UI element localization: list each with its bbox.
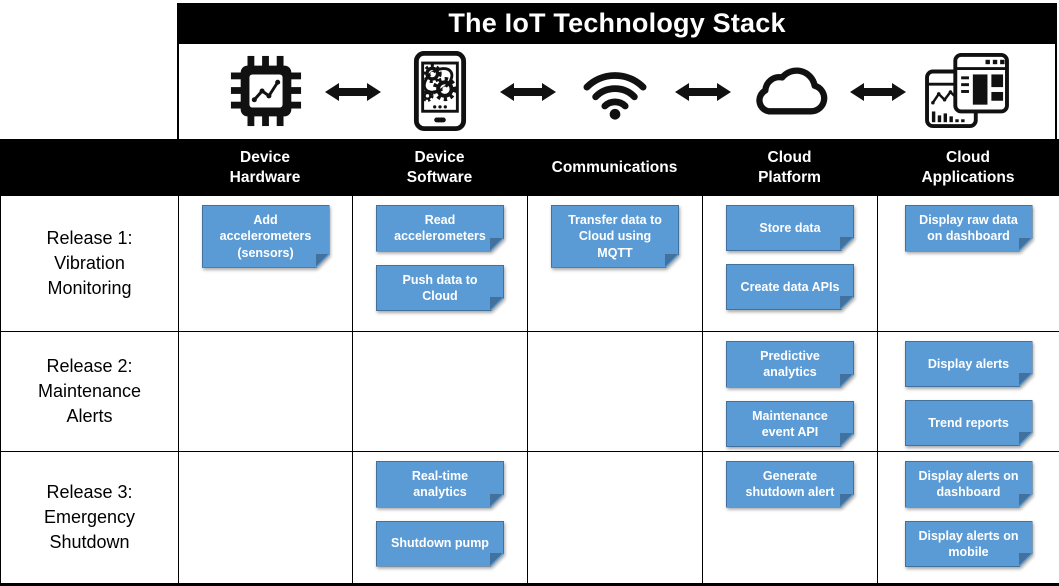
matrix-cell (179, 332, 353, 452)
header-cell-device-software: Device Software (406, 149, 473, 186)
sticky-note: Maintenance event API (726, 401, 854, 448)
matrix-cell: Transfer data to Cloud using MQTT (528, 196, 703, 332)
matrix-cell (528, 332, 703, 452)
header-cell-cloud-applications: Cloud Applications (921, 149, 1015, 186)
matrix-cell: Generate shutdown alert (703, 452, 878, 586)
header-cell-cloud-platform: Cloud Platform (758, 149, 821, 186)
sticky-note: Store data (726, 205, 854, 251)
matrix-cell (353, 332, 528, 452)
sticky-note: Display raw data on dashboard (905, 205, 1033, 252)
sticky-note: Display alerts (905, 341, 1033, 387)
release-3-label: Release 3: Emergency Shutdown (1, 452, 179, 586)
microchip-icon (230, 55, 302, 127)
smartphone-gears-icon (413, 50, 467, 132)
sticky-note-text: Push data to Cloud (376, 265, 504, 312)
sticky-note-text: Add accelerometers (sensors) (202, 205, 330, 268)
header-cell-device-hardware: Device Hardware (229, 149, 301, 186)
double-arrow-icon (850, 83, 906, 101)
wifi-icon (583, 72, 647, 120)
body-grid: Release 1: Vibration Monitoring Add acce… (0, 196, 1059, 586)
cloud-icon (756, 67, 828, 115)
double-arrow-icon (675, 83, 731, 101)
matrix-cell: Add accelerometers (sensors) (179, 196, 353, 332)
sticky-note-text: Read accelerometers (376, 205, 504, 252)
sticky-note-text: Display alerts on mobile (905, 521, 1033, 568)
dashboard-windows-icon (925, 52, 1009, 129)
header-cell-communications: Communications (551, 158, 678, 176)
sticky-note: Add accelerometers (sensors) (202, 205, 330, 268)
sticky-note: Push data to Cloud (376, 265, 504, 312)
sticky-note-text: Maintenance event API (726, 401, 854, 448)
double-arrow-icon (325, 83, 381, 101)
sticky-note: Real-time analytics (376, 461, 504, 508)
sticky-note: Predictive analytics (726, 341, 854, 388)
sticky-note: Trend reports (905, 400, 1033, 446)
matrix-cell (528, 452, 703, 586)
sticky-note-text: Display alerts (905, 341, 1033, 387)
sticky-note-text: Real-time analytics (376, 461, 504, 508)
sticky-note: Display alerts on dashboard (905, 461, 1033, 508)
sticky-note-text: Display raw data on dashboard (905, 205, 1033, 252)
matrix-cell (179, 452, 353, 586)
sticky-note-text: Predictive analytics (726, 341, 854, 388)
sticky-note-text: Trend reports (905, 400, 1033, 446)
release-2-label: Release 2: Maintenance Alerts (1, 332, 179, 452)
sticky-note-text: Store data (726, 205, 854, 251)
sticky-note-text: Generate shutdown alert (726, 461, 854, 508)
release-1-label: Release 1: Vibration Monitoring (1, 196, 179, 332)
sticky-note-text: Transfer data to Cloud using MQTT (551, 205, 679, 268)
sticky-note: Create data APIs (726, 264, 854, 310)
sticky-note: Generate shutdown alert (726, 461, 854, 508)
sticky-note-text: Display alerts on dashboard (905, 461, 1033, 508)
title-bar: The IoT Technology Stack (177, 3, 1057, 44)
header-row: Device Hardware Device Software Communic… (0, 139, 1059, 196)
sticky-note: Transfer data to Cloud using MQTT (551, 205, 679, 268)
header-cell-releases (0, 139, 178, 196)
double-arrow-icon (500, 83, 556, 101)
page-title: The IoT Technology Stack (448, 8, 786, 38)
sticky-note-text: Create data APIs (726, 264, 854, 310)
sticky-note: Display alerts on mobile (905, 521, 1033, 568)
matrix-cell: Display raw data on dashboard (878, 196, 1059, 332)
sticky-note: Read accelerometers (376, 205, 504, 252)
sticky-note-text: Shutdown pump (376, 521, 504, 567)
sticky-note: Shutdown pump (376, 521, 504, 567)
icon-band (177, 44, 1057, 139)
